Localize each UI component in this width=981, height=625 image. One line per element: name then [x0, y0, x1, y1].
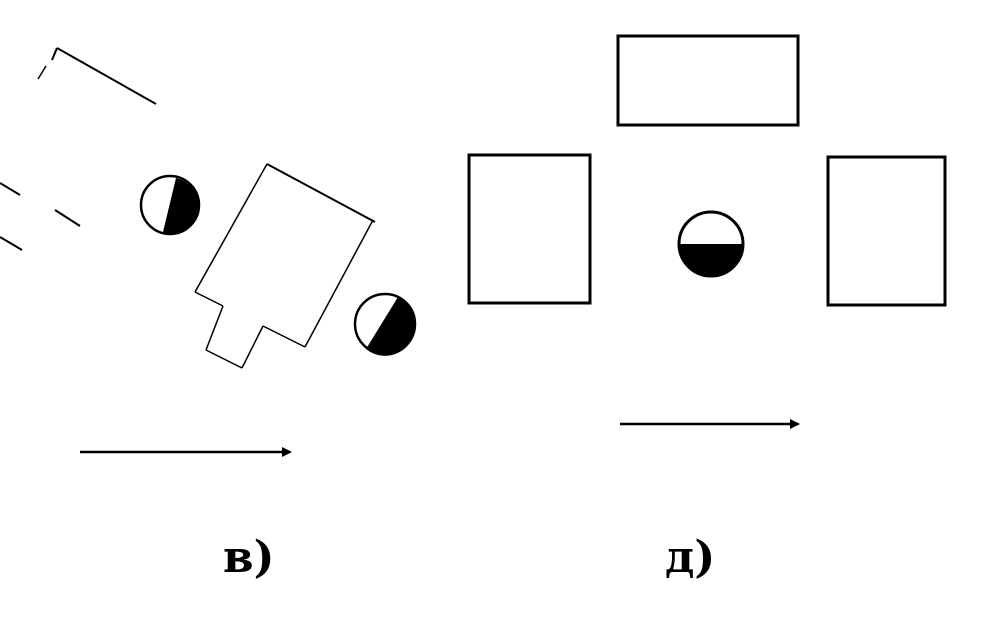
left-table-upper — [0, 47, 157, 251]
right-panel — [467, 34, 947, 429]
left-person-marker-1 — [139, 174, 201, 236]
panel-label-right: д) — [665, 532, 716, 583]
left-table-with-tab — [194, 163, 376, 369]
left-panel — [0, 47, 417, 457]
right-table-left — [467, 153, 592, 305]
panel-label-left: в) — [223, 532, 275, 583]
right-table-right — [826, 155, 947, 307]
right-person-marker — [677, 210, 745, 278]
left-person-marker-2 — [353, 292, 417, 356]
right-table-top — [616, 34, 800, 127]
